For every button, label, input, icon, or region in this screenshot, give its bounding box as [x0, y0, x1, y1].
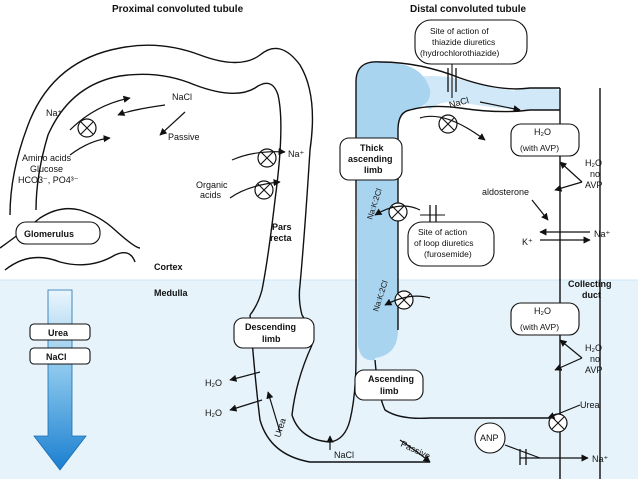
label-hco3: HCO3⁻, PO4³⁻: [18, 175, 79, 185]
transporter-crosses: [80, 117, 565, 430]
label-asc-passive: Passive: [399, 439, 432, 461]
box-loop-diuretics: [407, 221, 495, 267]
label-thick-ascending: ascending: [348, 154, 393, 164]
label-glucose: Glucose: [30, 164, 63, 174]
label-desc-urea: Urea: [272, 417, 288, 439]
label-ascending-limb: limb: [380, 386, 399, 396]
label-thiazide-3: (hydrochlorothiazide): [420, 48, 500, 58]
label-cd-h2o-2: H₂O: [534, 306, 551, 316]
descending-limb-inner: [291, 344, 331, 443]
label-thick: Thick: [360, 143, 385, 153]
box-h2o-avp-2: [510, 302, 580, 336]
label-descending: Descending: [245, 322, 296, 332]
label-pars-na: Na⁺: [288, 149, 305, 159]
thick-limb-left-wall: [355, 61, 381, 358]
label-gradient-urea: Urea: [48, 328, 69, 338]
label-cd-na: Na⁺: [594, 229, 611, 239]
label-desc-h2o-1: H₂O: [205, 378, 222, 388]
label-thick-limb: limb: [364, 165, 383, 175]
label-proximal-na: Na⁺: [46, 108, 63, 118]
box-descending: [233, 317, 315, 349]
label-cortex: Cortex: [154, 262, 183, 272]
label-duct: duct: [582, 290, 601, 300]
label-cd-k: K⁺: [522, 237, 533, 247]
box-nacl-gradient: [29, 347, 91, 365]
box-h2o-avp-1: [510, 123, 580, 157]
label-acids: acids: [200, 190, 222, 200]
proximal-tubule-wall-inner: [35, 73, 282, 316]
flux-arrows: [69, 95, 591, 463]
label-loop-1: Site of action: [418, 227, 467, 237]
label-cd-avp-text-1: AVP: [585, 180, 602, 190]
box-thick: [339, 137, 403, 181]
label-thiazide-2: thiazide diuretics: [432, 37, 495, 47]
box-thiazide: [414, 19, 528, 65]
label-cd-avp-1: (with AVP): [520, 143, 559, 153]
label-ascending: Ascending: [368, 374, 414, 384]
distal-tubule-upper-wall: [379, 61, 560, 90]
label-organic: Organic: [196, 180, 228, 190]
box-anp: [474, 422, 506, 454]
box-glomerulus: [15, 221, 101, 245]
title-distal: Distal convoluted tubule: [410, 4, 527, 15]
label-thiazide-1: Site of action of: [430, 26, 489, 36]
label-cd-h2o-1: H₂O: [534, 127, 551, 137]
label-boxes: [15, 19, 580, 454]
label-desc-h2o-2: H₂O: [205, 408, 222, 418]
label-collecting: Collecting: [568, 279, 612, 289]
label-cd-h2o-noavp-1: H₂O: [585, 158, 602, 168]
label-asc-nacl: NaCl: [334, 450, 354, 460]
label-cd-na-bottom: Na⁺: [592, 454, 609, 464]
label-aldosterone: aldosterone: [482, 187, 529, 197]
label-nak2cl-1: Na:K:2Cl: [365, 187, 384, 220]
label-medulla: Medulla: [154, 288, 188, 298]
label-gradient-nacl: NaCl: [46, 352, 67, 362]
label-descending-limb: limb: [262, 334, 281, 344]
label-loop-2: of loop diuretics: [414, 238, 474, 248]
label-cd-no-1: no: [590, 169, 600, 179]
glomerulus-capillary: [4, 252, 136, 271]
label-glomerulus: Glomerulus: [24, 229, 74, 239]
label-anp: ANP: [480, 433, 499, 443]
thick-limb-right-wall: [397, 109, 411, 330]
descending-limb-outer: [249, 314, 430, 463]
label-loop-3: (furosemide): [424, 249, 472, 259]
collecting-duct-cortex-fill: [515, 88, 557, 108]
label-amino-acids: Amino acids: [22, 153, 72, 163]
title-proximal: Proximal convoluted tubule: [112, 4, 244, 15]
proximal-tubule-wall-outer: [9, 44, 314, 346]
label-pars: Pars: [272, 222, 292, 232]
label-passive: Passive: [168, 132, 200, 142]
label-cd-h2o-noavp-2: H₂O: [585, 343, 602, 353]
inhibition-lines: [420, 62, 541, 459]
label-nak2cl-2: Na:K:2Cl: [371, 279, 390, 312]
box-urea: [29, 323, 91, 341]
label-recta: recta: [270, 233, 293, 243]
label-cd-no-2: no: [590, 354, 600, 364]
label-proximal-nacl: NaCl: [172, 92, 192, 102]
label-cd-avp-2: (with AVP): [520, 322, 559, 332]
osmotic-gradient-arrow: [33, 289, 87, 471]
label-cd-urea: Urea: [580, 400, 600, 410]
label-cd-avp-text-2: AVP: [585, 365, 602, 375]
label-distal-nacl: NaCl: [448, 95, 470, 110]
box-ascending: [354, 369, 424, 401]
